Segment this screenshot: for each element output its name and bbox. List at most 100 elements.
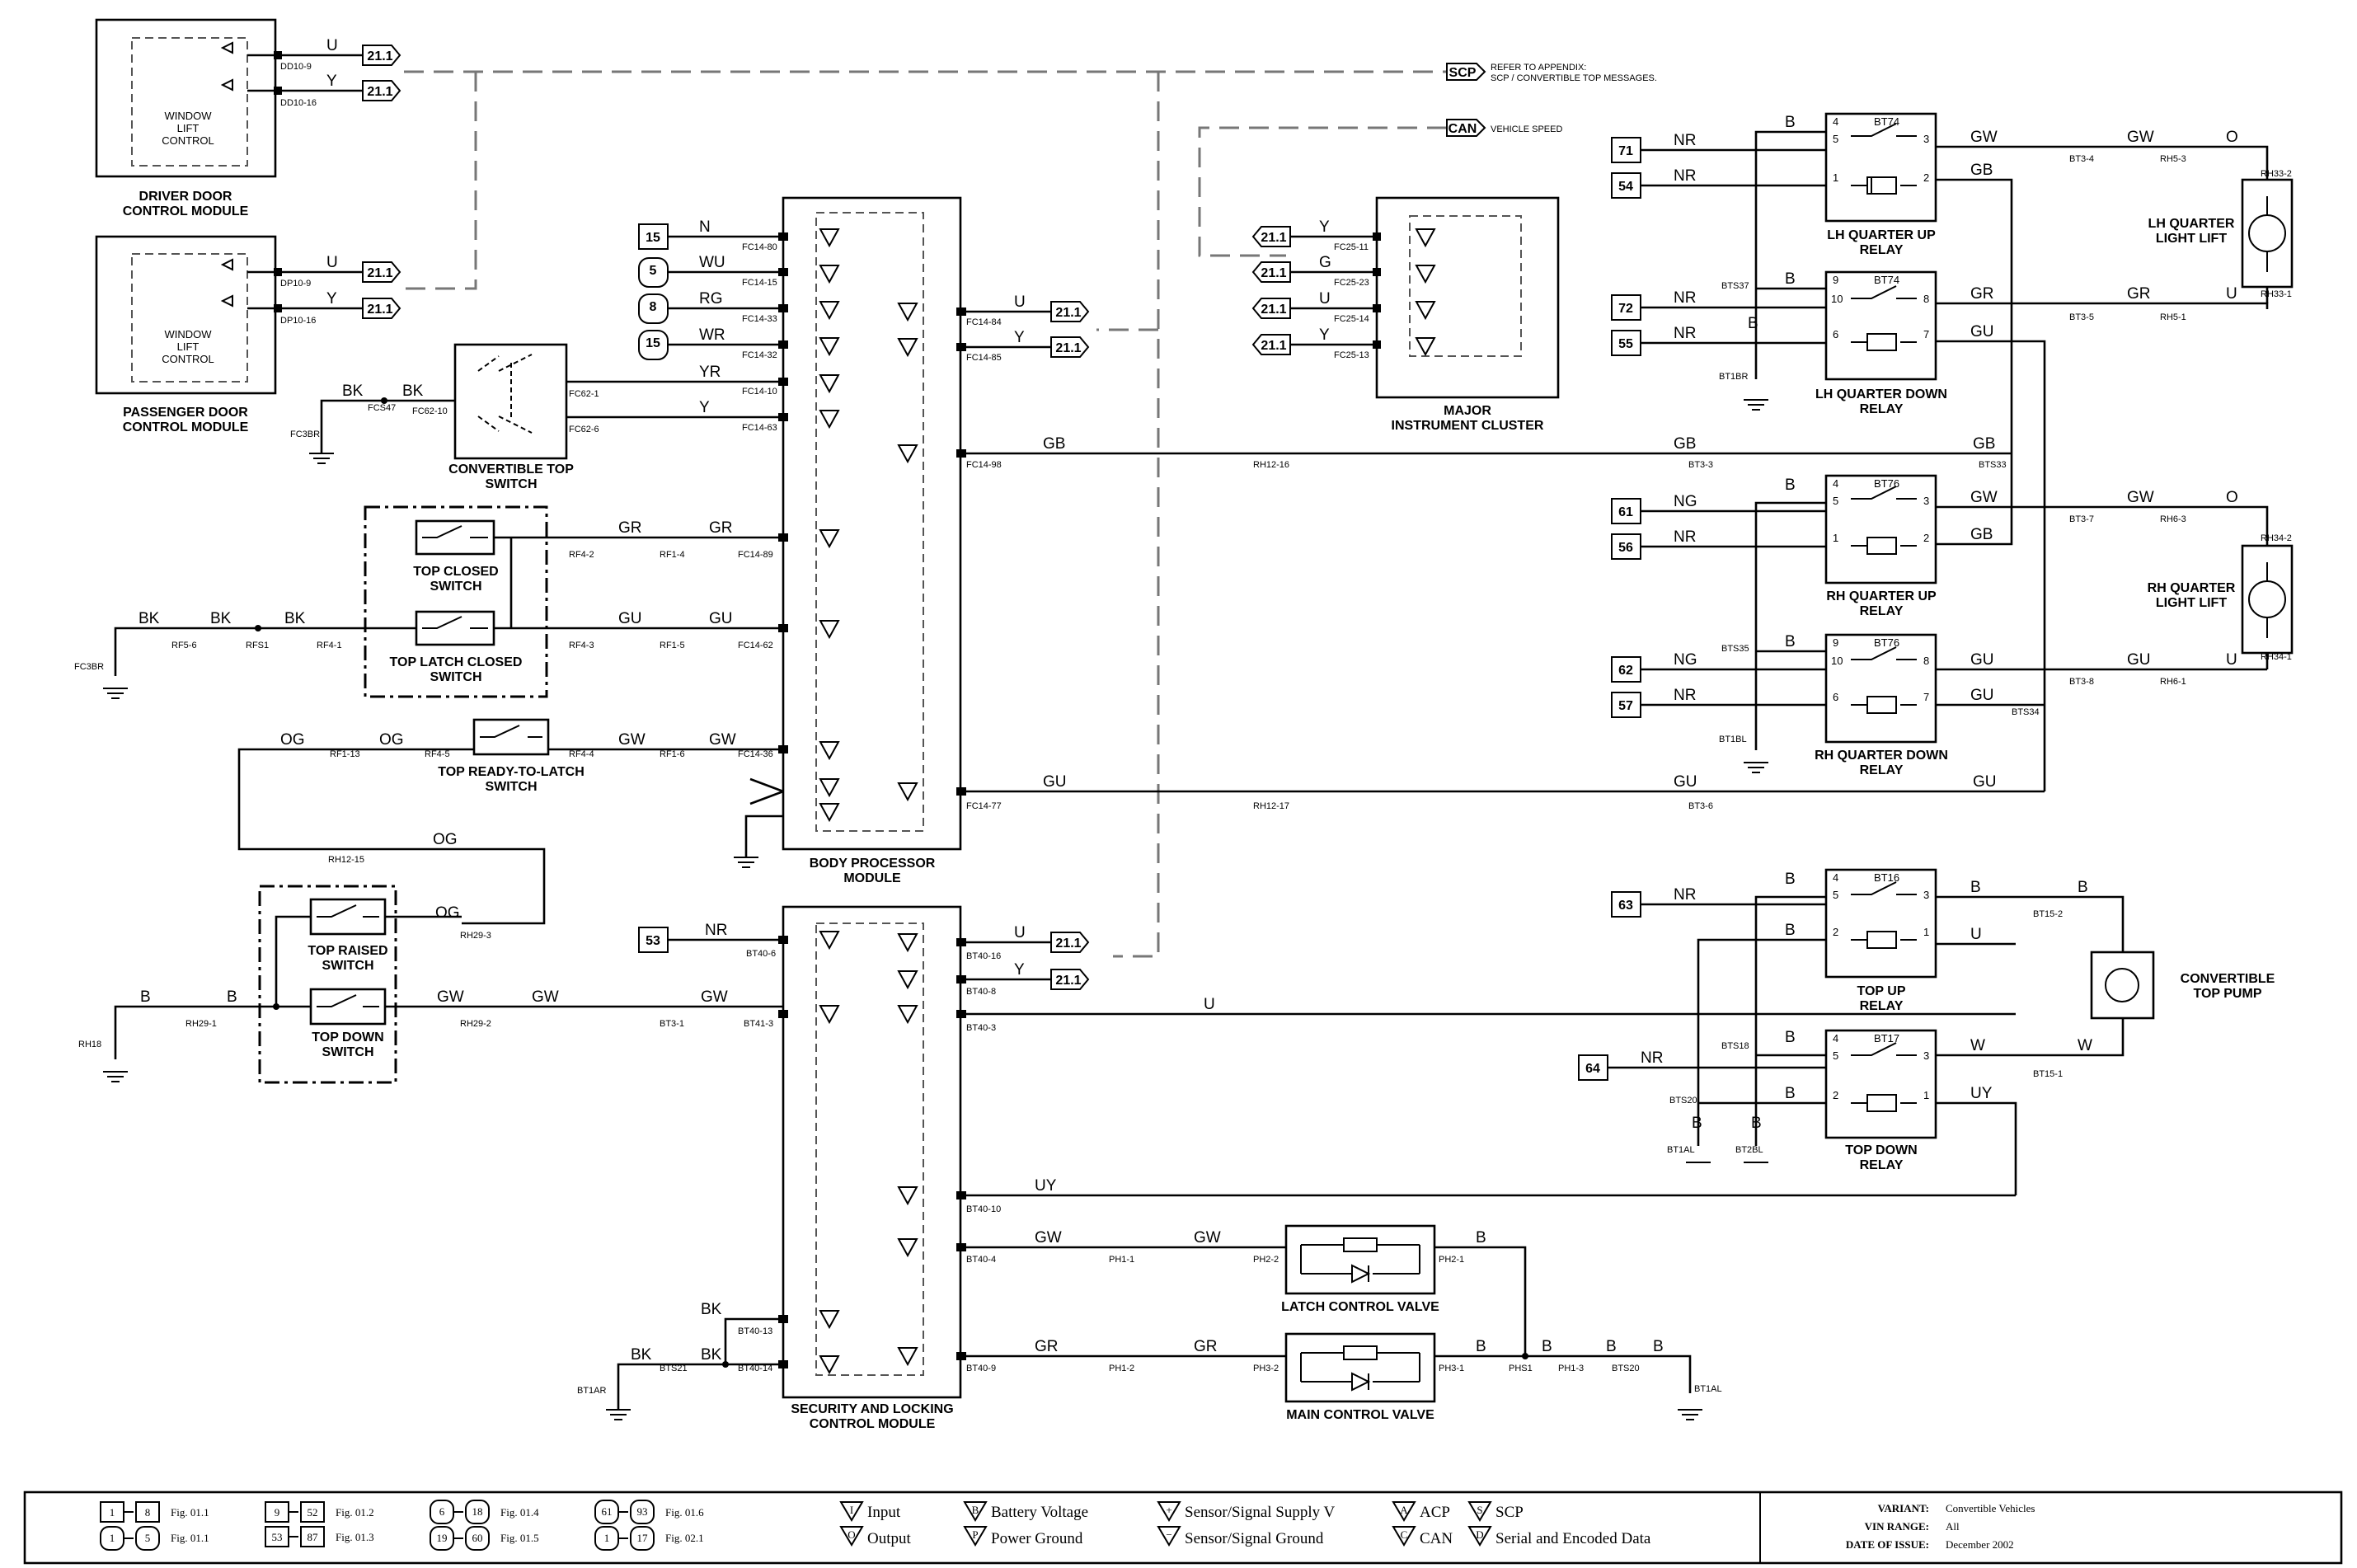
svg-text:PH1-1: PH1-1 xyxy=(1109,1255,1134,1265)
svg-text:BT1AR: BT1AR xyxy=(577,1386,607,1396)
svg-text:DP10-9: DP10-9 xyxy=(280,279,311,289)
svg-text:GW: GW xyxy=(709,731,736,749)
scp-message-tag: SCP REFER TO APPENDIX: SCP / CONVERTIBLE… xyxy=(1446,63,1657,83)
svg-text:ACP: ACP xyxy=(1420,1504,1450,1521)
svg-text:RG: RG xyxy=(699,290,723,307)
svg-text:BT40-4: BT40-4 xyxy=(966,1255,996,1265)
top-raised-switch-group xyxy=(258,885,397,1084)
svg-text:RF1-5: RF1-5 xyxy=(660,641,685,650)
svg-text:RH29-1: RH29-1 xyxy=(185,1019,217,1029)
svg-text:CONTROL MODULE: CONTROL MODULE xyxy=(810,1417,936,1431)
svg-text:NG: NG xyxy=(1674,493,1697,510)
security-locking-control-module: SECURITY AND LOCKING CONTROL MODULE xyxy=(782,905,962,1431)
svg-text:21.1: 21.1 xyxy=(1261,266,1286,280)
svg-text:U: U xyxy=(1970,926,1982,943)
svg-text:LH QUARTER UP: LH QUARTER UP xyxy=(1827,228,1936,242)
svg-text:19: 19 xyxy=(437,1532,448,1544)
svg-text:VIN RANGE:: VIN RANGE: xyxy=(1865,1520,1929,1533)
svg-text:GU: GU xyxy=(1970,323,1994,340)
svg-text:PH3-1: PH3-1 xyxy=(1439,1364,1464,1373)
svg-text:21.1: 21.1 xyxy=(1261,231,1286,245)
svg-text:BT40-14: BT40-14 xyxy=(738,1364,772,1373)
svg-text:FC14-89: FC14-89 xyxy=(738,550,773,560)
svg-text:Serial and Encoded Data: Serial and Encoded Data xyxy=(1495,1530,1651,1547)
svg-text:NR: NR xyxy=(1674,132,1696,149)
svg-text:BTS21: BTS21 xyxy=(660,1364,688,1373)
svg-text:63: 63 xyxy=(1618,899,1633,913)
svg-text:BT40-9: BT40-9 xyxy=(966,1364,996,1373)
driver-door-control-module: WINDOW LIFT CONTROL DRIVER DOOR CONTROL … xyxy=(95,18,277,218)
svg-text:DATE OF ISSUE:: DATE OF ISSUE: xyxy=(1846,1538,1929,1551)
svg-text:BT3-1: BT3-1 xyxy=(660,1019,684,1029)
top-closed-switch-group xyxy=(364,505,548,698)
svg-text:RF1-4: RF1-4 xyxy=(660,550,685,560)
svg-text:3: 3 xyxy=(1923,1049,1929,1062)
can-bus-line xyxy=(1198,126,1447,257)
svg-text:LH QUARTER: LH QUARTER xyxy=(2148,217,2235,231)
svg-text:PH1-2: PH1-2 xyxy=(1109,1364,1134,1373)
svg-text:SWITCH: SWITCH xyxy=(485,477,537,491)
svg-text:B: B xyxy=(1785,1085,1796,1102)
svg-text:18: 18 xyxy=(472,1505,483,1518)
svg-text:PH2-1: PH2-1 xyxy=(1439,1255,1464,1265)
svg-text:BK: BK xyxy=(139,610,160,627)
legend-bar xyxy=(23,1491,2343,1565)
svg-text:BT41-3: BT41-3 xyxy=(744,1019,773,1029)
top-latch-closed-switch: TOP LATCH CLOSED SWITCH xyxy=(390,610,523,684)
svg-text:BT17: BT17 xyxy=(1874,1032,1899,1045)
svg-text:PH3-2: PH3-2 xyxy=(1253,1364,1279,1373)
svg-text:Fig. 01.1: Fig. 01.1 xyxy=(171,1506,209,1519)
svg-text:FC62-6: FC62-6 xyxy=(569,425,599,434)
svg-text:A: A xyxy=(1400,1504,1408,1516)
svg-text:9: 9 xyxy=(1833,274,1838,286)
svg-text:RH12-16: RH12-16 xyxy=(1253,460,1289,470)
svg-text:OG: OG xyxy=(280,731,305,749)
svg-text:Y: Y xyxy=(326,73,337,90)
svg-text:BT2BL: BT2BL xyxy=(1735,1145,1763,1155)
svg-text:BK: BK xyxy=(342,383,364,400)
svg-text:FC14-33: FC14-33 xyxy=(742,314,777,324)
svg-text:9: 9 xyxy=(275,1506,280,1519)
svg-text:RF4-2: RF4-2 xyxy=(569,550,594,560)
svg-text:U: U xyxy=(326,37,338,54)
svg-text:B: B xyxy=(1785,922,1796,939)
svg-text:RH12-15: RH12-15 xyxy=(328,855,364,865)
svg-text:RELAY: RELAY xyxy=(1860,604,1904,618)
svg-text:FC3BR: FC3BR xyxy=(290,430,320,439)
svg-text:B: B xyxy=(1785,1029,1796,1046)
svg-text:1: 1 xyxy=(604,1532,610,1544)
svg-text:GW: GW xyxy=(701,988,728,1006)
svg-text:BT40-8: BT40-8 xyxy=(966,987,996,997)
svg-text:FC25-23: FC25-23 xyxy=(1334,278,1369,288)
svg-text:RH5-1: RH5-1 xyxy=(2160,312,2186,322)
svg-text:FC14-63: FC14-63 xyxy=(742,423,777,433)
svg-text:BTS18: BTS18 xyxy=(1721,1041,1749,1051)
svg-text:BT1BR: BT1BR xyxy=(1719,372,1749,382)
svg-text:RF1-6: RF1-6 xyxy=(660,749,685,759)
main-control-valve: MAIN CONTROL VALVE xyxy=(1284,1332,1436,1422)
svg-text:BTS20: BTS20 xyxy=(1669,1096,1697,1106)
svg-text:RF1-13: RF1-13 xyxy=(330,749,360,759)
svg-text:TOP READY-TO-LATCH: TOP READY-TO-LATCH xyxy=(438,765,585,779)
svg-text:15: 15 xyxy=(646,336,660,350)
svg-text:FC14-32: FC14-32 xyxy=(742,350,777,360)
svg-text:Input: Input xyxy=(867,1504,901,1521)
svg-text:Y: Y xyxy=(326,290,337,307)
svg-text:NG: NG xyxy=(1674,651,1697,669)
svg-text:BK: BK xyxy=(402,383,424,400)
svg-text:TOP LATCH CLOSED: TOP LATCH CLOSED xyxy=(390,655,523,669)
svg-text:5: 5 xyxy=(1833,133,1838,145)
svg-text:3: 3 xyxy=(1923,495,1929,507)
svg-text:WR: WR xyxy=(699,326,725,344)
svg-text:G: G xyxy=(1319,254,1331,271)
legend-info: VARIANT:Convertible Vehicles VIN RANGE:A… xyxy=(1846,1502,2035,1551)
svg-text:21.1: 21.1 xyxy=(1055,974,1081,988)
top-ready-to-latch-switch: TOP READY-TO-LATCH SWITCH xyxy=(438,718,585,794)
svg-text:Y: Y xyxy=(1319,326,1330,344)
svg-text:NR: NR xyxy=(705,922,727,939)
